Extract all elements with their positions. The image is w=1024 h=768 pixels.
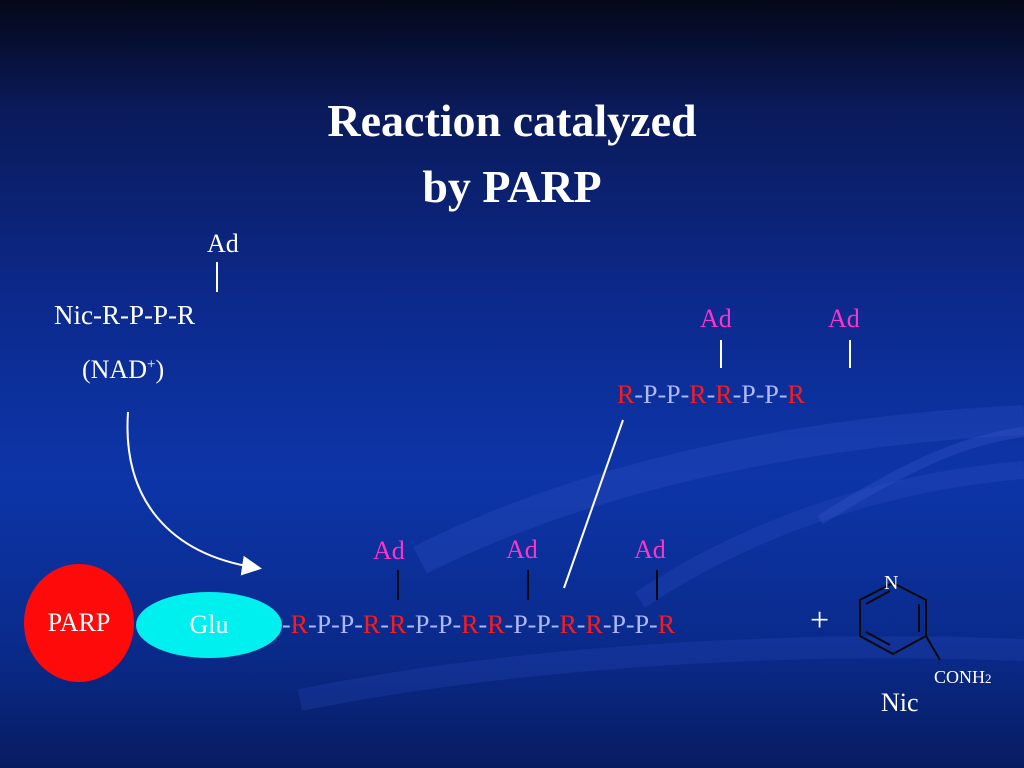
bond-dash: -	[380, 610, 389, 639]
glu-label: Glu	[189, 610, 229, 639]
nad-charge: +	[147, 356, 156, 373]
phosphate-link: -P-P-	[406, 610, 462, 639]
nad-name: (NAD	[82, 355, 147, 384]
ribose: R	[388, 610, 407, 639]
parp-enzyme: PARP	[24, 564, 134, 682]
phosphate-link: -P-P-	[504, 610, 560, 639]
branch-bond	[849, 340, 851, 368]
nad-chain: Nic-R-P-P-R	[54, 300, 195, 330]
nad-label: (NAD+)	[82, 357, 164, 383]
branch-bond	[720, 340, 722, 368]
bond-dash: -	[706, 380, 716, 409]
carboxamide-label: CONH2	[934, 668, 992, 686]
bond-dash: -	[282, 610, 291, 639]
ribose: R	[657, 610, 676, 639]
phosphate-link: -P-P-	[634, 380, 690, 409]
parp-label: PARP	[47, 608, 111, 637]
ribose: R	[461, 610, 479, 639]
branch-connector-line	[563, 419, 624, 589]
main-bond	[656, 570, 658, 600]
main-ad-label: Ad	[506, 535, 538, 564]
branch-ad-label: Ad	[700, 304, 732, 333]
phosphate-link: -P-P-	[602, 610, 658, 639]
ribose: R	[362, 610, 381, 639]
ribose: R	[559, 610, 577, 639]
nad-name-close: )	[155, 355, 165, 384]
nicotinamide-label: Nic	[881, 688, 919, 717]
ribose: R	[585, 610, 603, 639]
ribose: R	[689, 380, 707, 409]
conh-text: CONH	[934, 667, 986, 687]
branch-chain: R-P-P-R-R-P-P-R	[617, 382, 805, 408]
ribose: R	[290, 610, 309, 639]
nad-ad-label: Ad	[207, 229, 239, 258]
branch-ad-label: Ad	[828, 304, 860, 333]
ribose: R	[487, 610, 505, 639]
nad-transfer-arrow	[126, 411, 262, 576]
main-ad-label: Ad	[634, 535, 666, 564]
phosphate-link: -P-P-	[308, 610, 363, 639]
phosphate-link: -P-P-	[732, 380, 788, 409]
nad-bond	[216, 262, 218, 292]
conh-subscript: 2	[985, 671, 992, 686]
main-bond	[527, 570, 529, 600]
title-line-1: Reaction catalyzed	[327, 95, 697, 146]
nitrogen-label: N	[884, 572, 899, 594]
ribose: R	[715, 380, 733, 409]
bond-dash: -	[478, 610, 488, 639]
main-chain: -R-P-P-R-R-P-P-R-R-P-P-R-R-P-P-R	[282, 612, 675, 638]
plus-sign: +	[810, 602, 830, 639]
glu-residue: Glu	[136, 592, 282, 658]
bond-dash: -	[576, 610, 586, 639]
main-bond	[397, 570, 399, 600]
ribose: R	[787, 380, 805, 409]
title-line-2: by PARP	[422, 161, 602, 212]
ribose: R	[617, 380, 635, 409]
main-ad-label: Ad	[373, 536, 405, 565]
